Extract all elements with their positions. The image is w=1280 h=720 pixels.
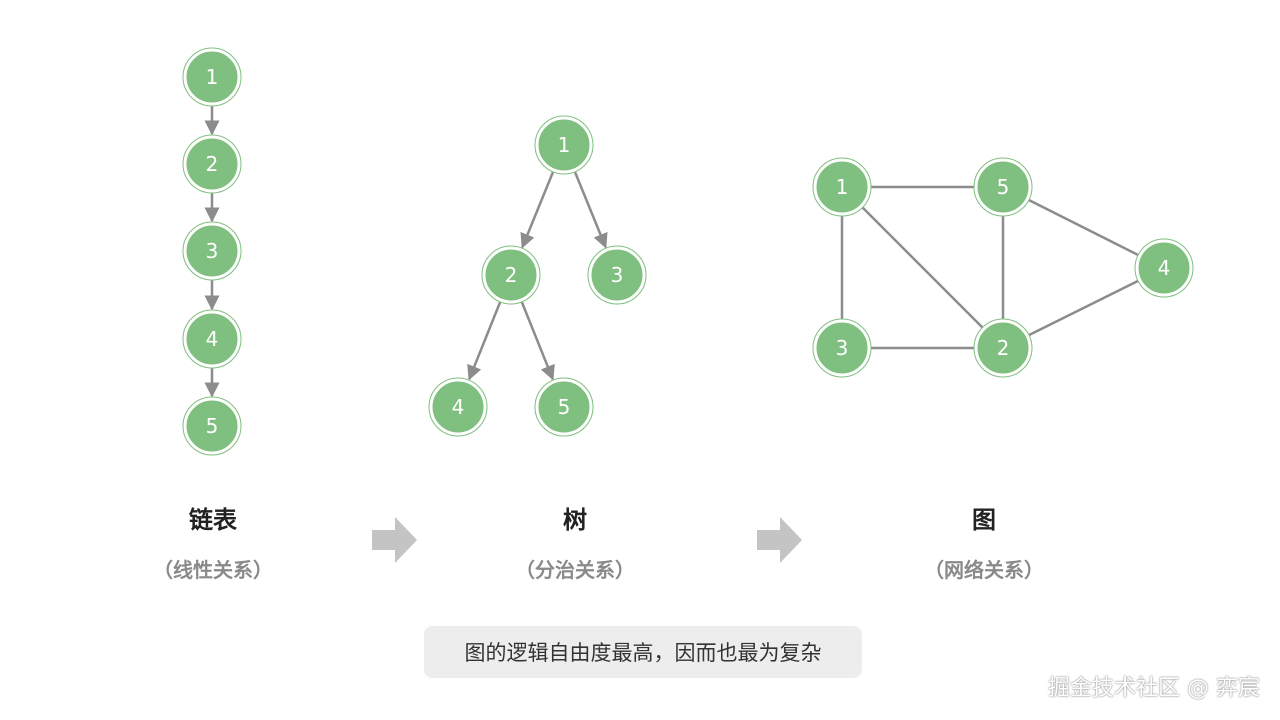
tree-node: 1	[534, 115, 594, 175]
node-label: 1	[206, 65, 219, 89]
node-label: 4	[1158, 256, 1171, 280]
node-label: 5	[558, 395, 571, 419]
node-label: 2	[505, 263, 518, 287]
tree-node: 3	[587, 245, 647, 305]
linked-list-node: 4	[182, 309, 242, 369]
transition-arrow-icon	[372, 517, 417, 563]
tree-edge	[467, 300, 502, 381]
graph-edge	[1024, 278, 1143, 338]
tree-subtitle: （分治关系）	[515, 558, 635, 582]
tree-title: 树	[563, 506, 587, 534]
graph-title: 图	[972, 506, 996, 534]
node-label: 3	[206, 239, 219, 263]
edges-layer	[204, 105, 1143, 398]
node-label: 5	[206, 414, 219, 438]
tree-node: 4	[428, 377, 488, 437]
caption: 图的逻辑自由度最高，因而也最为复杂	[424, 626, 862, 678]
linked-list-subtitle: （线性关系）	[153, 558, 273, 582]
transition-arrows	[372, 517, 802, 563]
node-label: 2	[206, 152, 219, 176]
tree-node: 5	[534, 377, 594, 437]
linked-list-node: 2	[182, 134, 242, 194]
node-label: 5	[997, 175, 1010, 199]
watermark: 掘金技术社区 @ 弈宸	[1048, 676, 1260, 701]
graph-subtitle: （网络关系）	[924, 558, 1044, 582]
graph-node: 2	[973, 318, 1033, 378]
transition-arrow-icon	[757, 517, 802, 563]
linked-list-node: 5	[182, 396, 242, 456]
node-label: 4	[206, 327, 219, 351]
node-label: 3	[836, 336, 849, 360]
graph-edge	[858, 203, 987, 332]
node-label: 2	[997, 336, 1010, 360]
graph-edge	[1024, 197, 1143, 258]
linked-list-node: 1	[182, 47, 242, 107]
graph-node: 1	[812, 157, 872, 217]
tree-edge	[573, 170, 608, 249]
graph-node: 3	[812, 318, 872, 378]
graph-node: 5	[973, 157, 1033, 217]
linked-list-node: 3	[182, 221, 242, 281]
tree-edge	[520, 300, 555, 381]
graph-node: 4	[1134, 238, 1194, 298]
node-label: 1	[558, 133, 571, 157]
node-label: 1	[836, 175, 849, 199]
node-label: 4	[452, 395, 465, 419]
tree-node: 2	[481, 245, 541, 305]
node-label: 3	[611, 263, 624, 287]
linked-list-title: 链表	[189, 506, 237, 534]
tree-edge	[520, 170, 555, 249]
nodes-layer: 1 2 3 4 5 1 2 3 4 5 1 5 4 3 2	[182, 47, 1194, 456]
